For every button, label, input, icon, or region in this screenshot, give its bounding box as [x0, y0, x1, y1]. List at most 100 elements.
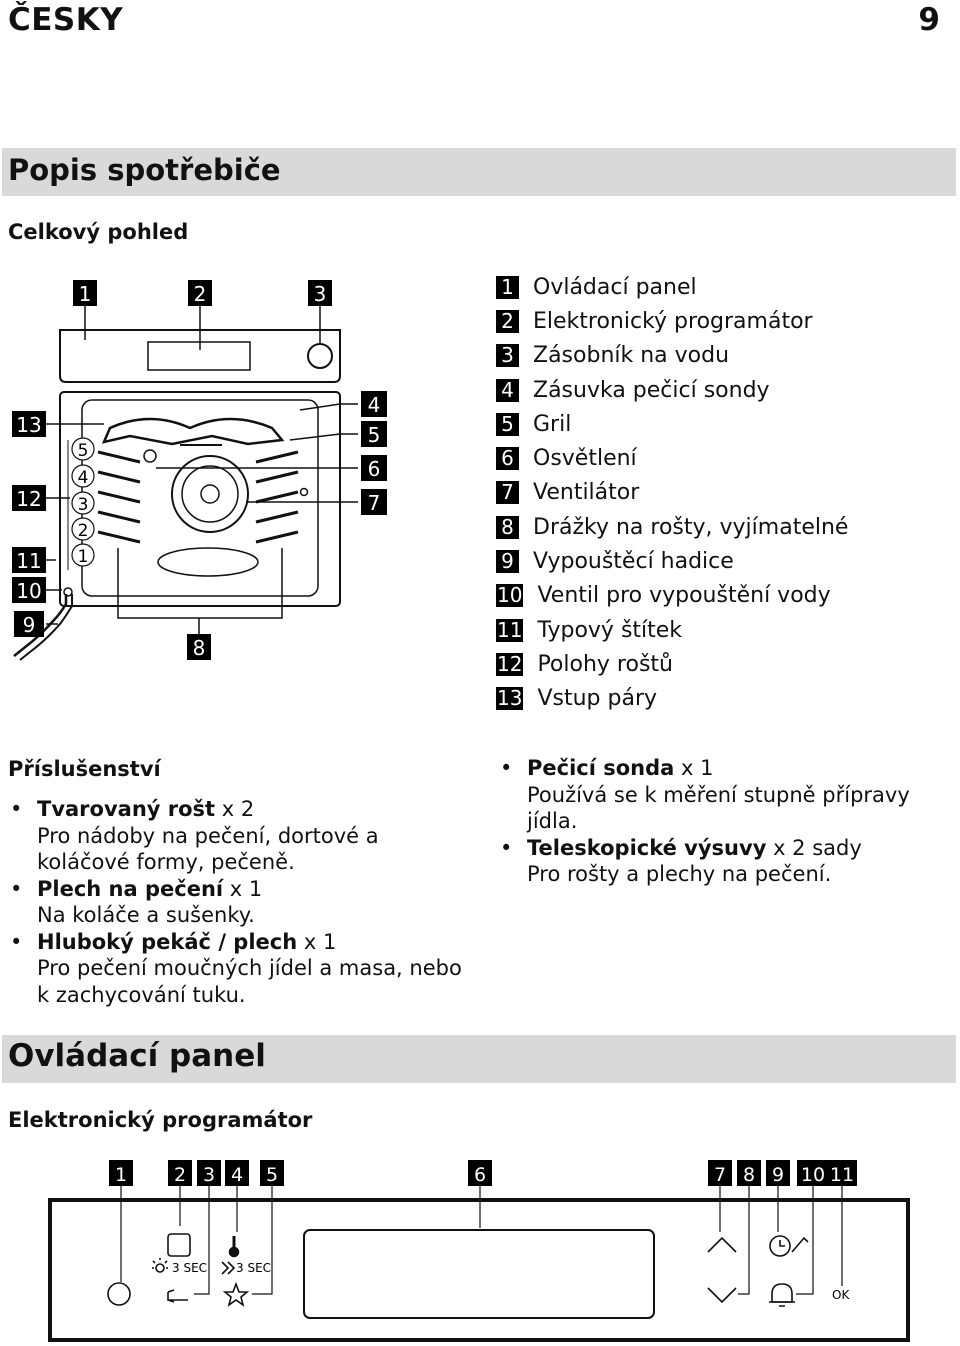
callout-7: 7: [368, 491, 381, 515]
legend-number: 4: [496, 378, 519, 402]
section-bar: [2, 1035, 956, 1083]
ok-button[interactable]: OK: [832, 1288, 850, 1302]
accessory-name: Teleskopické výsuvy: [527, 835, 767, 860]
accessory-qty: x 2: [215, 797, 255, 821]
legend-item: 6 Osvětlení: [496, 441, 956, 475]
callout-9: 9: [23, 613, 36, 637]
legend-number: 3: [496, 344, 519, 368]
diagram-callouts: 1 2 3 4 5 6 7 8 9 10 11 12 13: [12, 280, 387, 660]
back-arrow-icon[interactable]: [167, 1289, 188, 1303]
legend-label: Polohy roštů: [537, 651, 673, 677]
accessory-name: Hluboký pekáč / plech: [37, 929, 298, 954]
fast-forward-icon[interactable]: [221, 1261, 236, 1275]
legend-item: 3 Zásobník na vodu: [496, 339, 956, 373]
accessory-desc: Pro nádoby na pečení, dortové a koláčové…: [37, 823, 379, 875]
legend-label: Ventilátor: [533, 480, 640, 506]
power-icon[interactable]: [107, 1282, 131, 1306]
panel-callout-8: 8: [743, 1164, 755, 1186]
accessories-title: Příslušenství: [8, 757, 161, 781]
accessory-name: Pečicí sonda: [527, 756, 675, 780]
callout-6: 6: [368, 457, 381, 481]
legend-label: Zásobník na vodu: [533, 343, 730, 369]
callout-2: 2: [194, 282, 207, 306]
callout-4: 4: [368, 393, 381, 417]
legend-label: Zásuvka pečicí sondy: [533, 377, 770, 403]
accessory-name: Tvarovaný rošt: [37, 797, 216, 821]
light-time-label: 3 SEC: [172, 1261, 207, 1275]
page-number: 9: [918, 2, 940, 38]
callout-12: 12: [16, 487, 41, 511]
up-arrow-icon[interactable]: [707, 1236, 737, 1253]
callout-8: 8: [193, 636, 206, 660]
star-icon[interactable]: [222, 1281, 250, 1307]
panel-callout-2: 2: [174, 1164, 186, 1186]
legend-item: 10 Ventil pro vypouštění vody: [496, 579, 956, 613]
accessory-desc: Pro rošty a plechy na pečení.: [527, 862, 832, 886]
legend-number: 1: [496, 275, 519, 299]
accessory-item: Plech na pečení x 1Na koláče a sušenky.: [8, 876, 468, 929]
legend-number: 7: [496, 481, 519, 505]
legend-item: 7 Ventilátor: [496, 476, 956, 510]
language-heading: ČESKY: [8, 2, 124, 38]
accessory-desc: Pro pečení moučných jídel a masa, nebo k…: [37, 956, 462, 1007]
panel-callout-11: 11: [830, 1164, 854, 1186]
legend-number: 11: [496, 617, 524, 642]
control-panel-diagram: 3 SEC 3 SEC OK 1 2 3 4 5 6 7 8 9 10 11: [48, 1160, 910, 1342]
overview-subtitle: Celkový pohled: [8, 220, 189, 244]
legend-number: 2: [496, 309, 519, 333]
legend-number: 13: [496, 686, 524, 711]
accessory-name: Plech na pečení: [37, 876, 224, 901]
panel-callout-4: 4: [231, 1164, 243, 1186]
panel-callouts: 1 2 3 4 5 6 7 8 9 10 11: [109, 1160, 857, 1186]
thermometer-icon[interactable]: [228, 1236, 240, 1258]
fast-time-label: 3 SEC: [236, 1261, 271, 1275]
clock-icon[interactable]: [769, 1235, 809, 1257]
bell-icon[interactable]: [769, 1283, 795, 1307]
down-arrow-icon[interactable]: [707, 1287, 737, 1304]
panel-callout-10: 10: [801, 1164, 825, 1186]
panel-callout-5: 5: [266, 1164, 278, 1186]
accessory-qty: x 2 sady: [766, 835, 862, 860]
legend-number: 8: [496, 515, 519, 539]
legend-label: Typový štítek: [537, 617, 683, 643]
legend-number: 5: [496, 412, 519, 436]
legend-label: Osvětlení: [533, 446, 637, 472]
accessory-qty: x 1: [674, 756, 714, 780]
legend-item: 4 Zásuvka pečicí sondy: [496, 373, 956, 407]
shelf-pos-5: 5: [78, 441, 89, 461]
panel-callout-7: 7: [714, 1164, 726, 1186]
accessory-desc: Na koláče a sušenky.: [37, 903, 255, 927]
legend-number: 6: [496, 447, 519, 471]
accessory-desc: Používá se k měření stupně přípravy jídl…: [527, 782, 910, 834]
legend-label: Ventil pro vypouštění vody: [537, 583, 831, 609]
panel-callout-9: 9: [772, 1164, 784, 1186]
legend-label: Elektronický programátor: [533, 308, 813, 334]
legend-item: 2 Elektronický programátor: [496, 304, 956, 338]
panel-callout-1: 1: [115, 1164, 127, 1186]
shelf-position-labels: 5 4 3 2 1: [71, 437, 95, 567]
callout-13: 13: [16, 413, 41, 437]
programmer-subtitle: Elektronický programátor: [8, 1108, 313, 1132]
section-bar: [2, 148, 956, 196]
callout-10: 10: [16, 579, 41, 603]
light-icon[interactable]: [152, 1233, 191, 1273]
legend-label: Gril: [533, 411, 572, 437]
callout-11: 11: [16, 549, 41, 573]
callout-1: 1: [79, 282, 92, 306]
shelf-pos-1: 1: [78, 547, 89, 567]
legend-item: 5 Gril: [496, 407, 956, 441]
callout-3: 3: [314, 282, 327, 306]
panel-callout-3: 3: [203, 1164, 215, 1186]
legend-number: 10: [496, 583, 524, 608]
legend-number: 12: [496, 651, 524, 676]
accessory-qty: x 1: [297, 929, 337, 954]
